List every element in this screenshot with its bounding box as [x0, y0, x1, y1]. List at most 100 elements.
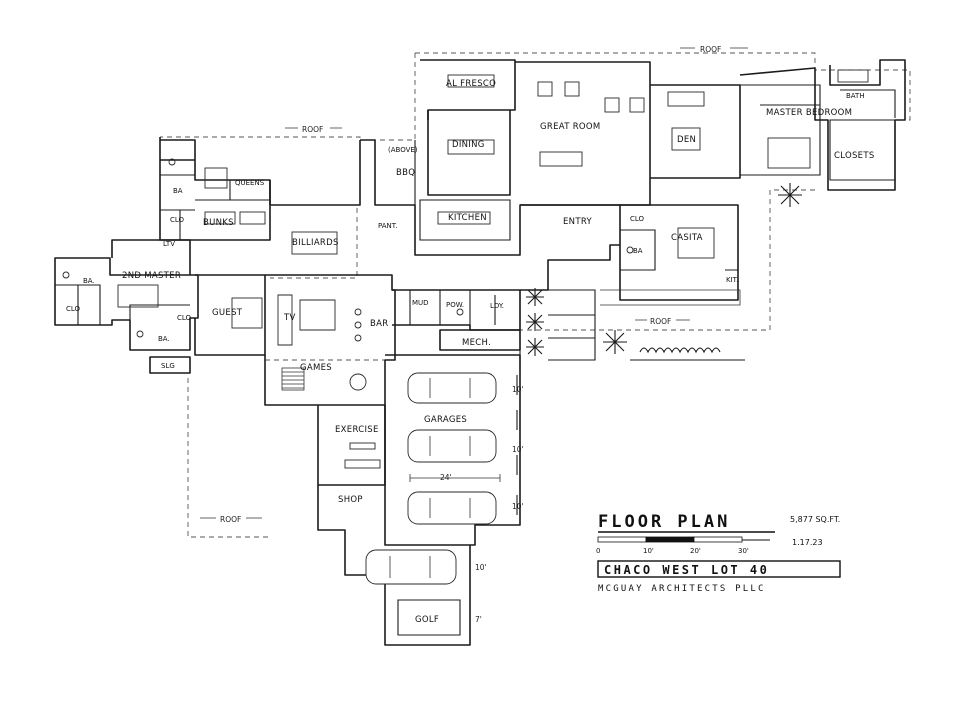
wall-master-bedroom [740, 84, 821, 176]
title-block: FLOOR PLAN 5,877 SQ.FT. 1.17.23 0 10' 20… [596, 512, 841, 594]
label-powder: POW. [446, 301, 464, 309]
label-bunk-bath: BA [173, 187, 183, 195]
landscape [526, 183, 802, 361]
wall-mud-dividers [409, 290, 496, 325]
dim-bay-1: 10' [512, 385, 524, 394]
label-mech: MECH. [462, 338, 491, 348]
palm-tree-5 [778, 183, 802, 207]
roof-note-top: ROOF [700, 45, 721, 54]
stairs-games [281, 367, 305, 391]
wall-storage [149, 356, 191, 374]
wall-billiards [269, 140, 361, 206]
roof-outlines [160, 52, 911, 538]
toilet-guest [136, 330, 144, 338]
den-desk [667, 91, 705, 107]
scale-tick-20: 20' [690, 547, 701, 555]
wall-second-master-bath [55, 284, 101, 325]
wall-shop-golf [317, 485, 471, 646]
wall-exercise [317, 405, 386, 486]
wall-queens-bunks [195, 180, 270, 201]
roof-notes: ROOF ROOF ROOF ROOF [200, 45, 748, 524]
room-labels: AL FRESCO GREAT ROOM DINING (ABOVE) BBQ … [66, 79, 875, 625]
label-shop: SHOP [338, 495, 363, 505]
label-bbq: BBQ [396, 168, 415, 178]
toilet-second-master [62, 271, 70, 279]
label-master-bedroom: MASTER BEDROOM [766, 108, 852, 118]
label-al-fresco: AL FRESCO [446, 79, 496, 89]
exercise-bench [349, 442, 376, 450]
label-second-master-bath: BA. [83, 277, 95, 285]
dim-golf: 7' [475, 615, 482, 624]
walls [54, 59, 906, 646]
roof-note-mid: ROOF [302, 125, 323, 134]
wall-second-master-closet [129, 304, 190, 320]
car-bay-4 [365, 549, 457, 585]
wall-mud-pow-ldy [392, 289, 521, 331]
scale-bar: 0 10' 20' 30' [596, 536, 770, 555]
dimensions: 24' 10' 10' 10' 10' 7' [409, 385, 524, 624]
bed-casita [677, 227, 715, 259]
dining-table [447, 139, 495, 155]
label-queens: QUEENS [235, 179, 265, 187]
wall-dining-kitchen [360, 139, 521, 256]
car-bay-3 [407, 491, 497, 525]
dim-bay-2: 10' [512, 445, 524, 454]
label-second-master: 2ND MASTER [122, 271, 181, 281]
great-room-chair-3 [604, 97, 620, 113]
wall-closets [829, 89, 896, 181]
shrub-row [630, 347, 745, 361]
games-table [349, 373, 367, 391]
bunk-1 [204, 211, 236, 225]
bunk-2 [239, 211, 266, 225]
label-master-bath: BATH [846, 92, 865, 100]
label-bunks: BUNKS [203, 218, 234, 228]
roof-note-right: ROOF [650, 317, 671, 326]
label-pantry: PANT. [378, 222, 397, 230]
wall-master-suite [739, 59, 906, 191]
wall-great-room [515, 61, 651, 240]
label-golf: GOLF [415, 615, 439, 625]
roof-note-left: ROOF [220, 515, 241, 524]
plan-area: 5,877 SQ.FT. [790, 515, 840, 524]
scale-tick-30: 30' [738, 547, 749, 555]
wall-casita [619, 204, 739, 301]
label-mud: MUD [412, 299, 429, 307]
label-bbq-note: (ABOVE) [388, 146, 418, 154]
great-room-chair-1 [537, 81, 553, 97]
bed-guest [231, 297, 263, 329]
sofa-tv-room [277, 294, 336, 346]
label-casita: CASITA [671, 233, 703, 243]
label-guest: GUEST [212, 308, 243, 318]
label-bar: BAR [370, 319, 388, 329]
bed-master [767, 137, 811, 169]
label-laundry: LDY. [490, 302, 504, 310]
toilet-casita [626, 246, 634, 254]
dim-bay-4: 10' [475, 563, 487, 572]
firm-name: MCGUAY ARCHITECTS PLLC [598, 584, 766, 594]
label-tv: TV [283, 313, 296, 323]
label-games: GAMES [300, 363, 332, 373]
car-bay-2 [407, 429, 497, 463]
kitchen-island [437, 211, 491, 225]
wall-casita-bath [620, 229, 738, 271]
palm-tree-1 [526, 288, 544, 306]
scale-tick-10: 10' [643, 547, 654, 555]
great-room-chair-2 [564, 81, 580, 97]
dim-bay-3: 10' [512, 502, 524, 511]
label-great-room: GREAT ROOM [540, 122, 601, 132]
den-chair [671, 127, 701, 151]
label-billiards: BILLIARDS [292, 238, 339, 248]
label-casita-bath: BA [633, 247, 643, 255]
label-garages: GARAGES [424, 415, 467, 425]
toilet-bunk-bath [168, 158, 176, 166]
label-den: DEN [677, 135, 696, 145]
master-tub [837, 69, 869, 83]
label-closets: CLOSETS [834, 151, 875, 161]
palm-tree-3 [526, 338, 544, 356]
dim-garage-width: 24' [440, 473, 452, 482]
wall-dining [427, 110, 511, 196]
wall-kitchen [414, 140, 511, 241]
label-exercise: EXERCISE [335, 425, 379, 435]
great-room-sofa [539, 151, 583, 167]
